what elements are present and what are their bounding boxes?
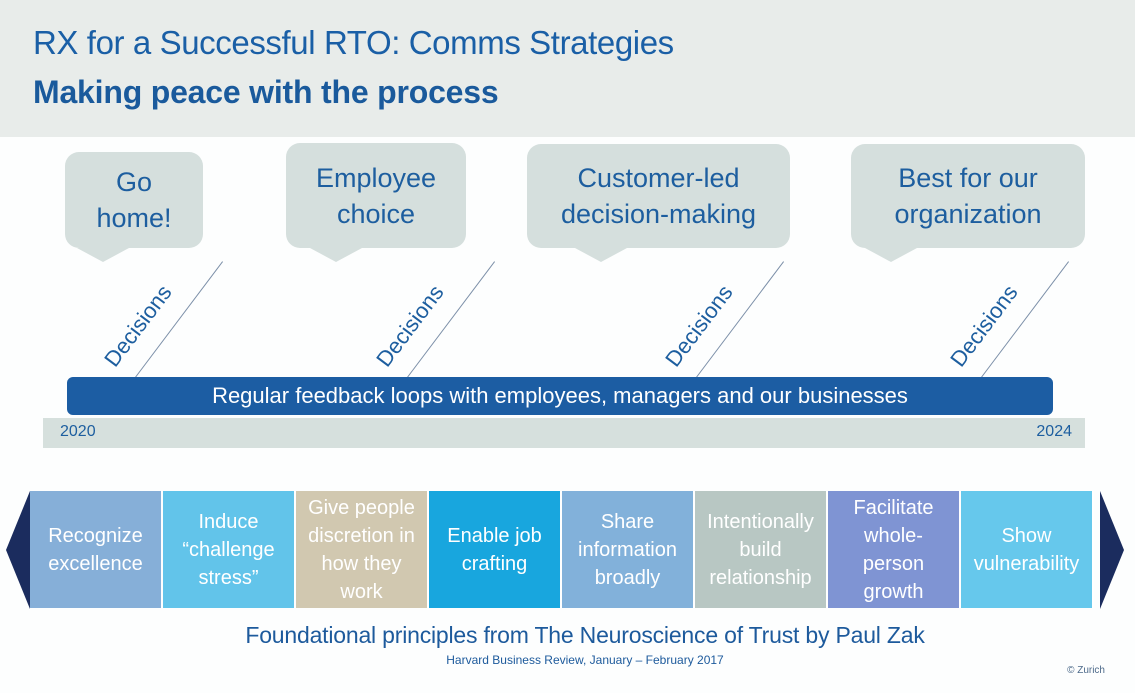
phase-bubble-employee-choice: Employee choice (286, 143, 466, 262)
principle-label: Enable job crafting (447, 524, 542, 575)
phase-bubble-go-home: Go home! (65, 152, 203, 262)
principle-label: Induce “challenge stress” (182, 510, 275, 589)
phase-label: Go home! (96, 167, 172, 233)
bubble-tail (575, 248, 627, 262)
principle-enable-job-crafting: Enable job crafting (429, 491, 562, 608)
timeline-track: 2020 2024 (43, 418, 1085, 448)
principle-label: Share information broadly (578, 510, 677, 589)
footer-source-title: Foundational principles from The Neurosc… (245, 622, 925, 648)
decision-label: Decisions (371, 280, 449, 372)
phase-bubble-customer-led: Customer-led decision-making (527, 144, 790, 262)
phase-label: Employee choice (315, 162, 437, 229)
feedback-loop-label: Regular feedback loops with employees, m… (212, 383, 908, 408)
phase-label: Customer-led decision-making (560, 163, 757, 229)
slide-header: RX for a Successful RTO: Comms Strategie… (0, 0, 1135, 137)
decision-marker: Decisions (371, 240, 496, 382)
timeline-end-year: 2024 (1036, 423, 1072, 440)
phase-label: Best for our organization (894, 163, 1042, 229)
principle-build-relationship: Intentionally build relationship (695, 491, 828, 608)
bubble-tail (865, 248, 917, 262)
bubble-tail (77, 248, 129, 262)
phase-bubble-best-for-org: Best for our organization (851, 144, 1085, 262)
footer-citation: Harvard Business Review, January – Febru… (446, 653, 724, 667)
principle-show-vulnerability: Show vulnerability (961, 491, 1094, 608)
principle-label: Intentionally build relationship (707, 510, 814, 589)
principle-label: Give people discretion in how they work (308, 496, 415, 603)
decision-label: Decisions (99, 280, 177, 372)
principle-label: Recognize excellence (48, 524, 143, 575)
feedback-loop-bar: Regular feedback loops with employees, m… (67, 377, 1053, 415)
timeline-start-year: 2020 (60, 423, 96, 440)
decision-marker: Decisions (660, 240, 785, 382)
arrow-right-icon (1100, 491, 1124, 609)
slide-subtitle: Making peace with the process (33, 74, 499, 110)
bubble-tail (310, 248, 362, 262)
arrow-left-icon (6, 491, 30, 609)
principle-recognize-excellence: Recognize excellence (30, 491, 163, 608)
principle-induce-challenge-stress: Induce “challenge stress” (163, 491, 296, 608)
principle-label: Facilitate whole- person growth (853, 496, 934, 603)
principle-label: Show vulnerability (973, 524, 1080, 575)
principles-row: Recognize excellence Induce “challenge s… (30, 491, 1094, 608)
principle-give-discretion: Give people discretion in how they work (296, 491, 429, 608)
principle-share-information: Share information broadly (562, 491, 695, 608)
principle-whole-person-growth: Facilitate whole- person growth (828, 491, 961, 608)
decision-marker: Decisions (945, 240, 1070, 382)
decision-label: Decisions (660, 280, 738, 372)
slide-title: RX for a Successful RTO: Comms Strategie… (33, 24, 674, 61)
copyright-notice: © Zurich (1067, 665, 1105, 676)
decision-label: Decisions (945, 280, 1023, 372)
